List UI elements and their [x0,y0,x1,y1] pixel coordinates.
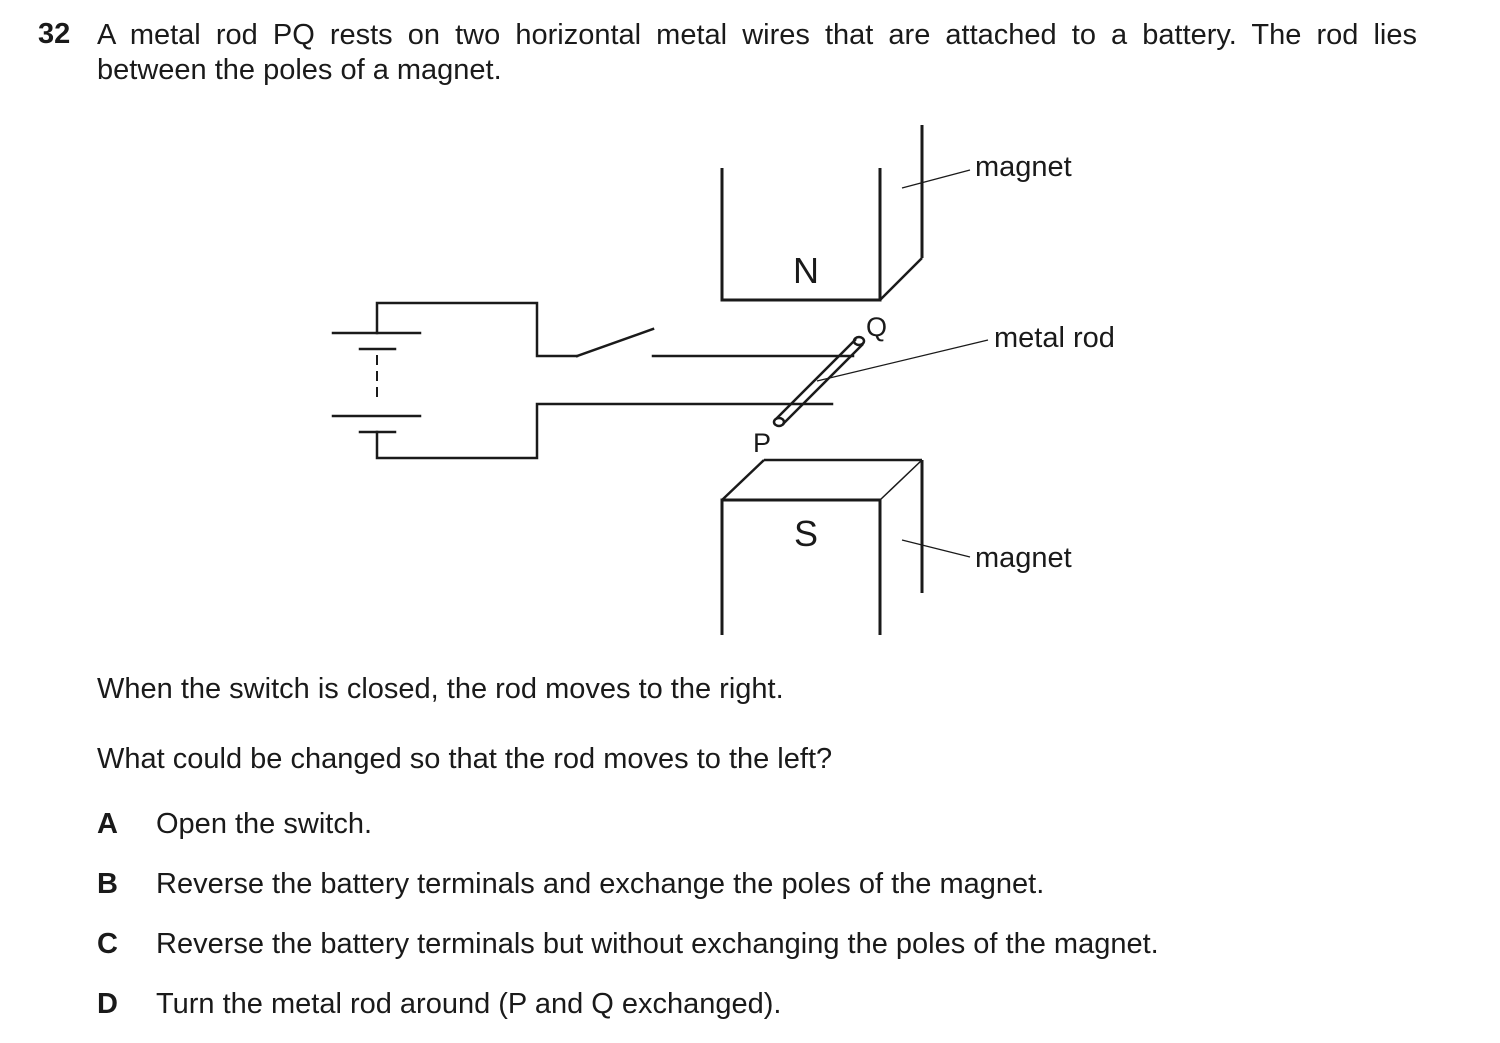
circuit-diagram: N S Q P magnet metal rod magnet [331,125,1115,635]
switch [575,327,655,358]
option-a-letter: A [97,808,118,840]
metal-rod [772,335,866,428]
battery-symbol [331,331,422,434]
option-c-text: Reverse the battery terminals but withou… [156,928,1159,960]
statement-text: When the switch is closed, the rod moves… [97,673,784,705]
option-a[interactable]: A Open the switch. [97,807,372,842]
magnet-top-leader-line [901,169,971,189]
rod-end-label-q: Q [866,312,887,342]
metal-rod-label: metal rod [994,322,1115,354]
option-b-text: Reverse the battery terminals and exchan… [156,868,1045,900]
pole-label-s: S [794,513,818,554]
question-stem-line-1: A metal rod PQ rests on two horizontal m… [97,19,1417,51]
metal-rod-leader-line [816,339,989,382]
magnet-north [720,125,924,302]
question-stem: A metal rod PQ rests on two horizontal m… [97,18,1417,88]
option-d[interactable]: D Turn the metal rod around (P and Q exch… [97,987,781,1022]
magnet-south [720,458,924,635]
option-b-letter: B [97,868,118,900]
option-d-text: Turn the metal rod around (P and Q excha… [156,988,782,1020]
question-text: What could be changed so that the rod mo… [97,743,833,775]
option-a-text: Open the switch. [156,808,372,840]
question-stem-line-2: between the poles of a magnet. [97,54,502,86]
option-c-letter: C [97,928,118,960]
rod-end-label-p: P [753,428,771,458]
magnet-bottom-leader-line [901,539,971,558]
magnet-top-label: magnet [975,151,1072,183]
magnet-bottom-label: magnet [975,542,1072,574]
option-d-letter: D [97,988,118,1020]
question-number: 32 [38,18,71,50]
circuit-wires [375,301,855,460]
pole-label-n: N [793,250,819,291]
option-b[interactable]: B Reverse the battery terminals and excha… [97,867,1044,902]
option-c[interactable]: C Reverse the battery terminals but witho… [97,927,1159,962]
